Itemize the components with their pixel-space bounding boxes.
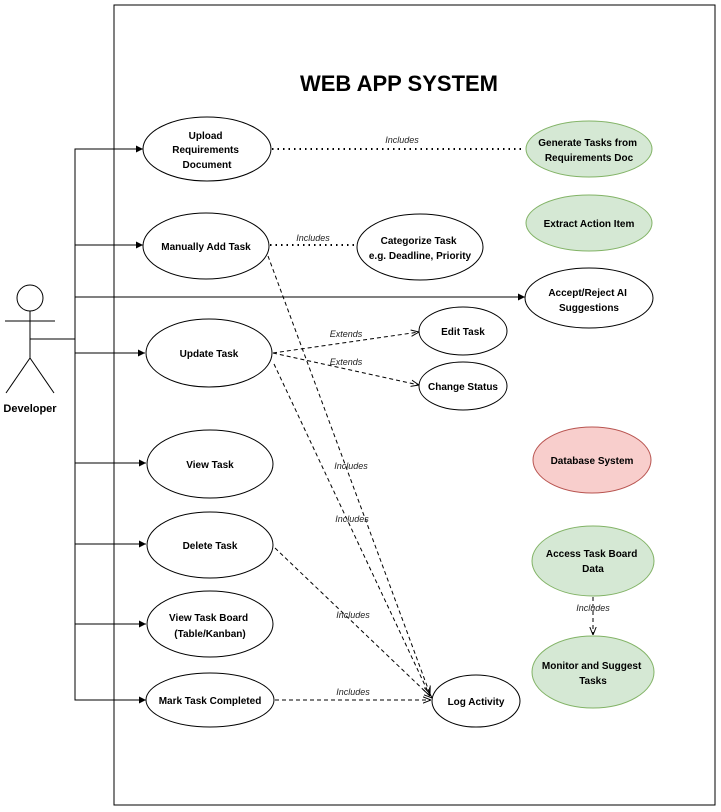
svg-text:View Task Board (Table/K: View Task Board (Table/Kanban) <box>169 613 251 640</box>
use-case-view-task-board[interactable]: View Task Board (Table/Kanban) <box>146 590 274 658</box>
use-case-label: Access Task Board <box>546 549 638 560</box>
label-access-monitor: Includes <box>576 603 610 613</box>
use-case-database-system[interactable]: Database System <box>532 426 652 494</box>
use-case-access-task-board-data[interactable]: Access Task Board Data <box>531 525 655 597</box>
label-upload-generate: Includes <box>385 135 419 145</box>
use-case-label: Log Activity <box>448 697 505 708</box>
svg-text:Monitor and Suggest Task: Monitor and Suggest Tasks <box>542 661 644 687</box>
use-case-label: Categorize Task <box>381 236 457 247</box>
use-case-label: Change Status <box>428 382 498 393</box>
actor-left-leg <box>5 357 31 394</box>
use-case-shape <box>525 120 653 178</box>
use-case-label: Upload <box>189 131 223 142</box>
use-case-shape <box>531 635 655 709</box>
include-delete-log <box>274 547 432 698</box>
use-case-shape <box>142 116 272 182</box>
use-case-label: Edit Task <box>441 327 485 338</box>
relationship-labels: Includes Includes Extends Extends Includ… <box>296 135 610 697</box>
label-update-edit: Extends <box>330 329 363 339</box>
actor-connectors <box>30 145 525 704</box>
use-case-manually-add-task[interactable]: Manually Add Task <box>142 212 270 280</box>
extend-update-change <box>272 352 419 385</box>
use-case-shape <box>431 674 521 728</box>
actor-label: Developer <box>3 403 57 415</box>
use-case-shape <box>531 525 655 597</box>
use-case-label: e.g. Deadline, Priority <box>369 251 472 262</box>
svg-text:Access Task Board Data: Access Task Board Data <box>546 549 640 575</box>
use-case-upload-requirements[interactable]: Upload Requirements Document <box>142 116 272 182</box>
label-update-log: Includes <box>334 461 368 471</box>
use-case-label: View Task Board <box>169 613 248 624</box>
svg-text:Categorize Task e.g. Dea: Categorize Task e.g. Deadline, Priority <box>369 236 472 262</box>
use-case-edit-task[interactable]: Edit Task <box>418 306 508 356</box>
label-manual-log: Includes <box>335 514 369 524</box>
use-case-view-task[interactable]: View Task <box>146 429 274 499</box>
use-case-label: Tasks <box>579 676 607 687</box>
actor-developer: Developer <box>3 284 57 415</box>
use-case-label: Accept/Reject AI <box>548 288 627 299</box>
use-case-log-activity[interactable]: Log Activity <box>431 674 521 728</box>
use-case-extract-action-item[interactable]: Extract Action Item <box>525 194 653 252</box>
label-mark-log: Includes <box>336 687 370 697</box>
connector-update <box>30 338 145 357</box>
use-case-shape <box>146 429 274 499</box>
use-case-shape <box>418 361 508 411</box>
extend-update-edit <box>272 332 419 354</box>
use-case-shape <box>145 672 275 728</box>
use-case-label: Extract Action Item <box>544 219 635 230</box>
use-case-label: Delete Task <box>183 541 238 552</box>
use-case-shape <box>418 306 508 356</box>
use-case-shape <box>146 511 274 579</box>
use-case-mark-task-completed[interactable]: Mark Task Completed <box>145 672 275 728</box>
use-case-label: Manually Add Task <box>161 242 251 253</box>
svg-text:Accept/Reject AI Suggest: Accept/Reject AI Suggestions <box>548 288 629 314</box>
use-case-label: View Task <box>186 460 234 471</box>
use-case-label: Requirements <box>172 145 239 156</box>
label-manual-categorize: Includes <box>296 233 330 243</box>
use-case-label: (Table/Kanban) <box>174 629 245 640</box>
system-title: WEB APP SYSTEM <box>300 71 498 96</box>
relationship-lines <box>267 148 593 700</box>
use-case-shape <box>146 590 274 658</box>
use-case-generate-tasks[interactable]: Generate Tasks from Requirements Doc <box>525 120 653 178</box>
use-case-shape <box>142 212 270 280</box>
use-case-label: Monitor and Suggest <box>542 661 642 672</box>
use-case-change-status[interactable]: Change Status <box>418 361 508 411</box>
use-case-label: Suggestions <box>559 303 619 314</box>
use-case-label: Data <box>582 564 604 575</box>
actor-head <box>16 284 44 312</box>
use-case-accept-reject-ai[interactable]: Accept/Reject AI Suggestions <box>524 267 654 329</box>
label-update-change: Extends <box>330 357 363 367</box>
use-case-delete-task[interactable]: Delete Task <box>146 511 274 579</box>
connector-mark-completed <box>74 624 146 704</box>
use-case-label: Document <box>183 160 233 171</box>
actor-right-leg <box>29 357 55 394</box>
use-case-shape <box>524 267 654 329</box>
svg-text:Upload Requirements: Upload Requirements Document <box>172 131 241 171</box>
include-manual-log <box>267 255 430 694</box>
use-case-shape <box>525 194 653 252</box>
use-case-label: Generate Tasks from <box>538 138 637 149</box>
use-case-update-task[interactable]: Update Task <box>145 318 273 388</box>
label-delete-log: Includes <box>336 610 370 620</box>
use-case-label: Requirements Doc <box>545 153 634 164</box>
use-case-monitor-and-suggest[interactable]: Monitor and Suggest Tasks <box>531 635 655 709</box>
svg-text:Generate Tasks from Requ: Generate Tasks from Requirements Doc <box>538 138 640 164</box>
use-case-label: Update Task <box>180 349 239 360</box>
include-update-log <box>273 363 430 696</box>
use-case-label: Mark Task Completed <box>159 696 262 707</box>
use-case-label: Database System <box>551 456 634 467</box>
use-case-shape <box>356 213 484 281</box>
use-case-shape <box>145 318 273 388</box>
use-case-categorize-task[interactable]: Categorize Task e.g. Deadline, Priority <box>356 213 484 281</box>
use-case-shape <box>532 426 652 494</box>
